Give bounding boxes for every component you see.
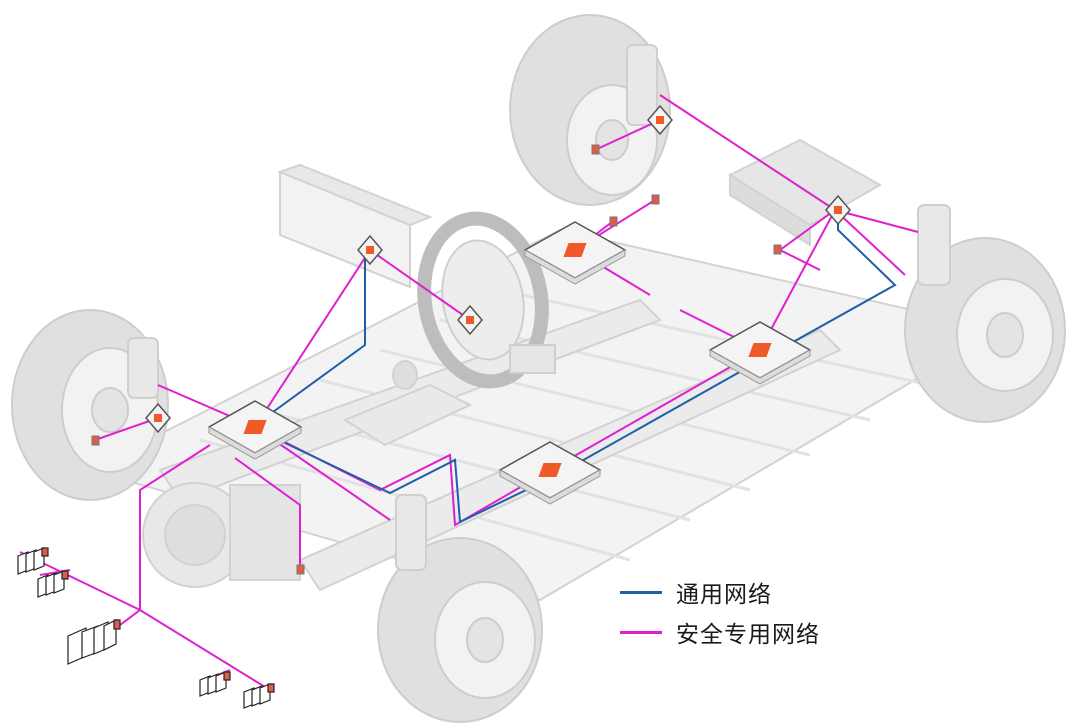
dashboard-display-top [277,163,433,227]
zone-controller-central [523,221,627,285]
ecu-dashboard [357,234,383,266]
camera-cluster [67,619,121,665]
zone-controllers [207,221,812,505]
wheel-front-right [377,537,543,723]
spring-rear-left [626,44,658,126]
zone-controller-front-right [498,441,602,505]
sensors [91,144,782,575]
legend-label-safety: 安全专用网络 [676,622,820,648]
legend-item-safety: 安全专用网络 [620,612,820,652]
legend-swatch-general [620,590,662,594]
camera-cluster [17,547,49,575]
spring-rear-right [917,204,951,286]
camera-cluster [243,683,275,709]
sensor-icon [609,216,618,227]
camera-clusters [17,547,275,709]
chip-icon [243,420,267,434]
sensor-icon [296,564,305,575]
small-ecus [145,104,851,434]
chip-icon [748,343,772,357]
gear-console [342,383,473,447]
sensor-icon [591,144,600,155]
zone-controller-rear-right [708,321,812,385]
ecu-wheel-front-left [145,402,171,434]
motor-housing [229,484,301,581]
camera-cluster [37,570,69,598]
chip-icon [563,243,587,257]
battery-pack [727,138,883,227]
chip-icon [538,463,562,477]
legend-label-general: 通用网络 [676,582,772,608]
motor-front-core [164,504,226,566]
ecu-battery [825,194,851,226]
battery-pack-side [729,173,811,247]
legend-swatch-safety [620,630,662,634]
ecu-steering [457,304,483,336]
spring-front-right [395,494,427,571]
legend: 通用网络 安全专用网络 [620,572,820,652]
legend-item-general: 通用网络 [620,572,820,612]
spring-front-left [127,337,159,399]
sensor-icon [651,194,660,205]
zone-controller-front-left [207,400,303,460]
ecu-wheel-rear-left [647,104,673,136]
sensor-icon [91,435,100,446]
camera-cluster [199,671,231,697]
sensor-icon [773,244,782,255]
gear-knob [392,360,418,390]
suspension-springs [127,44,951,571]
steering-wheel [417,211,556,389]
